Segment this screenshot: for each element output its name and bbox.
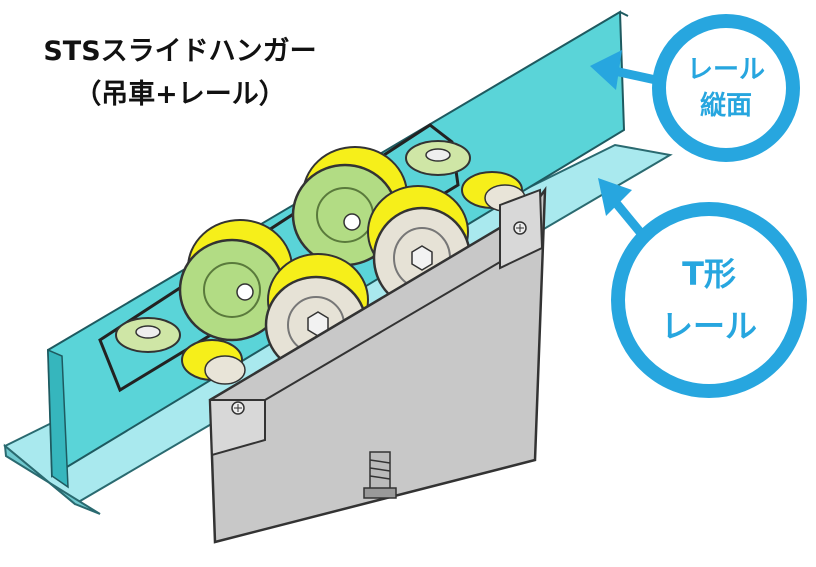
front-small-roller-left <box>181 339 246 385</box>
title-line-1: STSスライドハンガー <box>43 36 317 67</box>
green-wheel-front <box>178 219 293 342</box>
rear-small-roller-left <box>115 317 181 353</box>
rear-small-roller-right <box>405 140 471 176</box>
carriage-body <box>208 186 547 544</box>
hanging-bolt <box>363 451 397 499</box>
arrow-to-t-rail <box>598 178 644 235</box>
callout-t-rail: T形 レール <box>611 202 807 398</box>
callout-rail-vertical-face: レール 縦面 <box>652 14 800 162</box>
callout-1-line-2: 縦面 <box>699 91 752 121</box>
diagram-title: STSスライドハンガー （吊車+レール） <box>0 30 360 116</box>
title-line-2: （吊車+レール） <box>74 79 286 110</box>
callout-2-line-1: T形 <box>682 255 736 293</box>
front-small-roller-right <box>461 171 526 212</box>
callout-2-line-2: レール <box>660 307 757 345</box>
callout-1-line-1: レール <box>686 55 765 85</box>
